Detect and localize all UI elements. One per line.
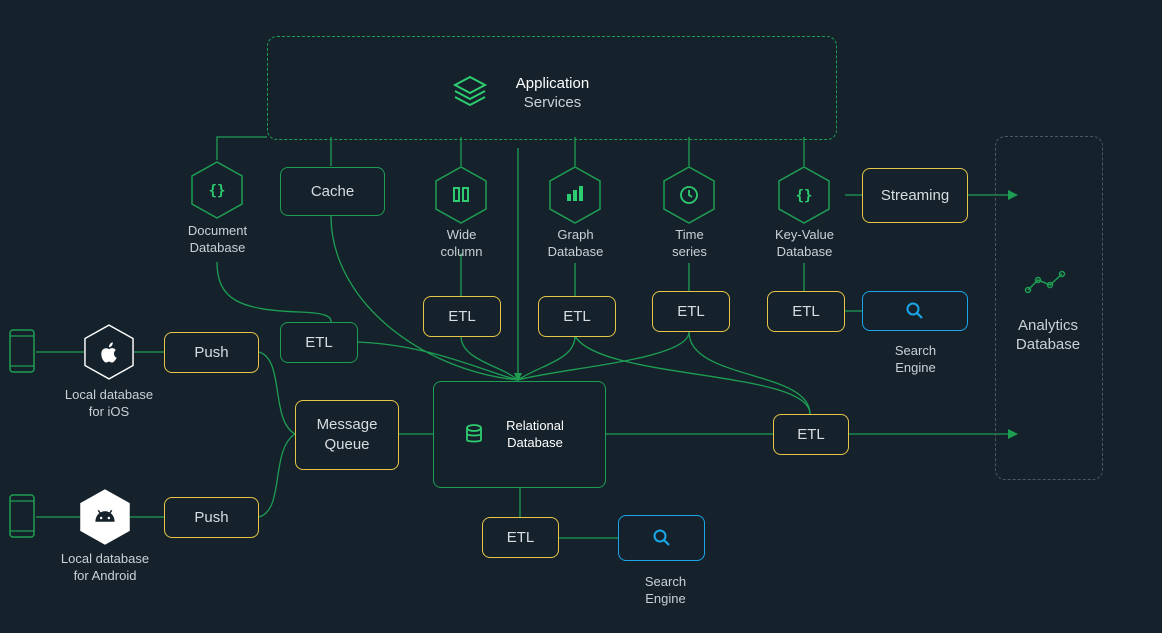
app-services-title: Application xyxy=(515,75,590,92)
streaming-box: Streaming xyxy=(862,168,968,223)
app-services-subtitle: Services xyxy=(523,94,582,111)
local-database-ios-label: Local database for iOS xyxy=(64,387,154,419)
line-chart-icon xyxy=(1024,270,1066,294)
local-database-android-label: Local database for Android xyxy=(60,551,150,583)
etl-box-key-value: ETL xyxy=(767,291,845,332)
etl-box-graph: ETL xyxy=(538,296,616,337)
svg-text:{}: {} xyxy=(209,183,226,199)
etl-box-analytics: ETL xyxy=(773,414,849,455)
push-box-ios: Push xyxy=(164,332,259,373)
application-services-box xyxy=(267,36,837,140)
cache-box: Cache xyxy=(280,167,385,216)
etl-box-wide-column: ETL xyxy=(423,296,501,337)
wide-column-label: Wide column xyxy=(440,227,483,259)
time-series-label: Time series xyxy=(672,227,707,259)
document-database-hex: {} xyxy=(191,161,243,219)
document-database-label: Document Database xyxy=(187,223,248,255)
etl-box-left: ETL xyxy=(280,322,358,363)
database-icon xyxy=(464,423,484,445)
time-series-hex xyxy=(663,166,715,224)
layers-icon xyxy=(452,74,488,108)
etl-box-time-series: ETL xyxy=(652,291,730,332)
phone-icon-ios xyxy=(9,329,35,373)
graph-database-hex xyxy=(549,166,601,224)
analytics-database-box xyxy=(995,136,1103,480)
key-value-database-hex: {} xyxy=(778,166,830,224)
svg-text:{}: {} xyxy=(796,188,813,204)
search-engine-box-top xyxy=(862,291,968,331)
apple-icon xyxy=(84,323,134,381)
search-engine-label-bottom: Search Engine xyxy=(644,574,687,606)
etl-box-bottom: ETL xyxy=(482,517,559,558)
key-value-database-label: Key-Value Database xyxy=(774,227,834,259)
android-icon xyxy=(80,488,130,546)
search-icon xyxy=(906,302,923,319)
phone-icon-android xyxy=(9,494,35,538)
search-icon xyxy=(653,529,670,546)
push-box-android: Push xyxy=(164,497,259,538)
wide-column-hex xyxy=(435,166,487,224)
relational-database-box xyxy=(433,381,606,488)
relational-database-label: Relational Database xyxy=(506,418,564,450)
graph-database-label: Graph Database xyxy=(547,227,604,259)
analytics-database-label: Analytics Database xyxy=(1015,317,1081,353)
message-queue-box: Message Queue xyxy=(295,400,399,470)
search-engine-box-bottom xyxy=(618,515,705,561)
search-engine-label-top: Search Engine xyxy=(894,343,937,375)
